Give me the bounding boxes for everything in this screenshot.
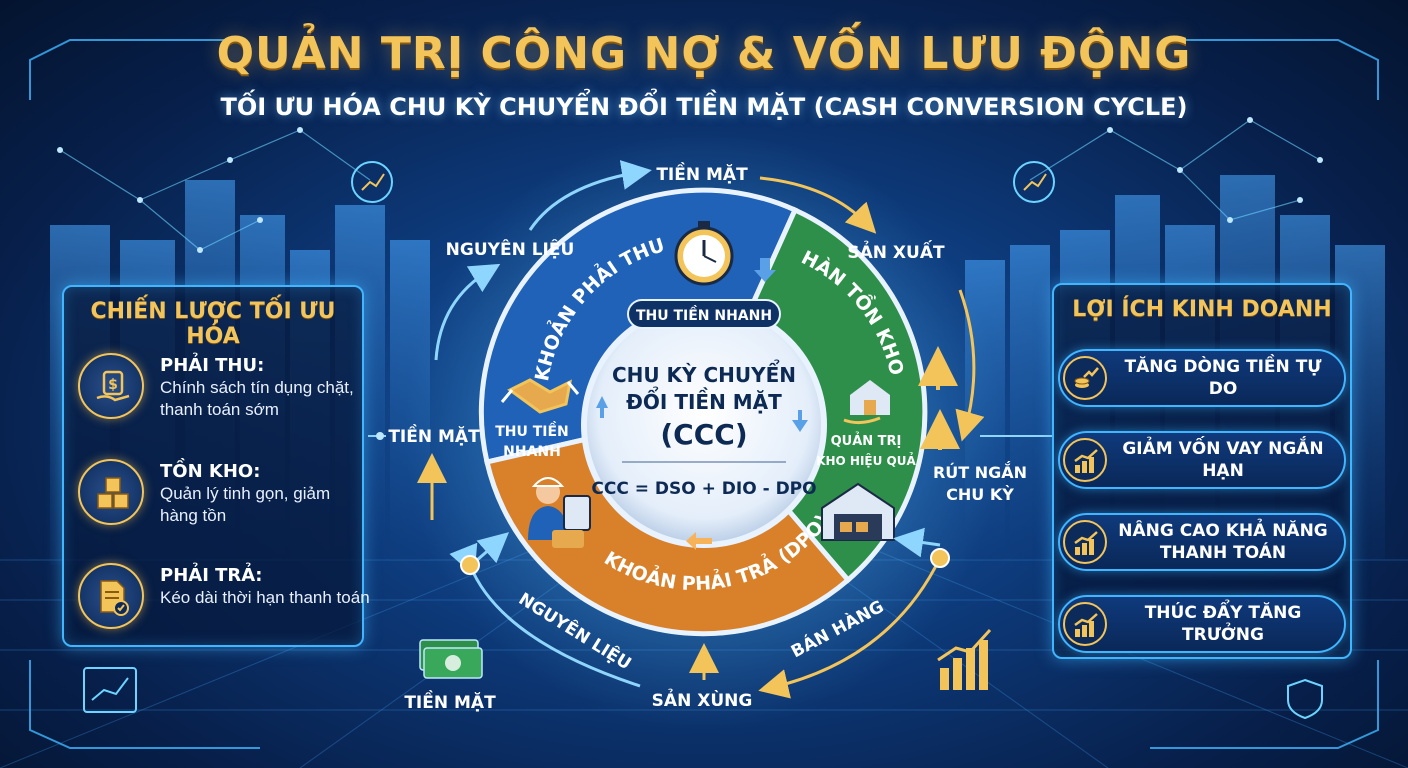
strategy-item-head: PHẢI THU:	[160, 355, 265, 376]
benefit-label: THÚC ĐẨY TĂNG TRƯỞNG	[1144, 603, 1302, 645]
segment-inventory-sub: KHO HIỆU QUẢ	[816, 452, 916, 468]
flow-label-bottom: SẢN XÙNG	[652, 688, 753, 711]
strategy-item-desc: Kéo dài thời hạn thanh toán	[160, 588, 370, 607]
flow-label-left: TIỀN MẶT	[388, 423, 480, 447]
benefits-panel-title: LỢI ÍCH KINH DOANH	[1072, 297, 1332, 322]
center-title-line: CHU KỲ CHUYỂN	[612, 361, 796, 387]
benefit-item-growth: THÚC ĐẨY TĂNG TRƯỞNG	[1058, 595, 1346, 653]
money-hand-icon: $	[78, 353, 144, 419]
boxes-icon	[78, 459, 144, 525]
stopwatch-icon	[674, 221, 734, 286]
flow-label-top: TIỀN MẶT	[656, 161, 748, 185]
strategy-item-receivable: $ PHẢI THU: Chính sách tín dụng chặt, th…	[78, 353, 358, 439]
growth-chart-icon	[1063, 520, 1107, 564]
strategy-item-desc: Quản lý tinh gọn, giảm hàng tồn	[160, 484, 331, 525]
segment-inventory-sub: QUẢN TRỊ	[831, 432, 902, 449]
warehouse-hand-icon	[843, 380, 890, 425]
benefit-label: NÂNG CAO KHẢ NĂNG THANH TOÁN	[1118, 521, 1328, 563]
handshake-icon	[500, 378, 580, 414]
money-stack-icon	[419, 639, 483, 679]
banner-label: THU TIỀN NHANH	[636, 305, 772, 324]
strategy-item-payable: PHẢI TRẢ: Kéo dài thời hạn thanh toán	[78, 563, 370, 649]
strategy-panel: CHIẾN LƯỢC TỐI ƯU HÓA $ PHẢI THU: Chính …	[62, 285, 370, 649]
strategy-item-head: TỒN KHO:	[160, 461, 261, 482]
flow-label-money: TIỀN MẶT	[404, 689, 496, 713]
banner-fast-collection: THU TIỀN NHANH	[627, 299, 781, 329]
coins-growth-icon	[1063, 356, 1107, 400]
strategy-panel-title: CHIẾN LƯỢC TỐI ƯU HÓA	[90, 299, 336, 349]
page-title: QUẢN TRỊ CÔNG NỢ & VỐN LƯU ĐỘNG	[216, 28, 1192, 79]
benefit-item-liquidity: NÂNG CAO KHẢ NĂNG THANH TOÁN	[1058, 513, 1346, 571]
growth-chart-icon	[1063, 602, 1107, 646]
flow-label-right: CHU KỲ	[946, 485, 1014, 504]
worker-icon	[528, 477, 591, 548]
document-check-icon	[78, 563, 144, 629]
svg-text:$: $	[108, 377, 118, 393]
strategy-item-inventory: TỒN KHO: Quản lý tinh gọn, giảm hàng tồn	[78, 459, 358, 545]
flow-label-top-left: NGUYÊN LIỆU	[446, 238, 575, 260]
flow-label-top-right: SẢN XUẤT	[847, 239, 945, 263]
benefit-item-reduce-loans: GIẢM VỐN VAY NGẮN HẠN	[1058, 431, 1346, 489]
benefit-item-free-cash-flow: TĂNG DÒNG TIỀN TỰ DO	[1058, 349, 1346, 407]
benefit-label: TĂNG DÒNG TIỀN TỰ DO	[1124, 357, 1322, 399]
segment-receivable-sub: NHANH	[503, 444, 561, 460]
benefit-label: GIẢM VỐN VAY NGẮN HẠN	[1122, 439, 1324, 481]
ccc-formula: CCC = DSO + DIO - DPO	[591, 479, 816, 499]
segment-receivable-sub: THU TIỀN	[495, 421, 569, 440]
shield-icon	[1287, 678, 1323, 720]
center-title-acronym: (CCC)	[660, 418, 747, 451]
center-title-line: ĐỔI TIỀN MẶT	[626, 387, 782, 414]
warehouse-icon	[821, 482, 895, 541]
flow-label-right: RÚT NGẮN	[933, 461, 1027, 482]
page-subtitle: TỐI ƯU HÓA CHU KỲ CHUYỂN ĐỔI TIỀN MẶT (C…	[220, 93, 1188, 121]
strategy-item-head: PHẢI TRẢ:	[160, 565, 263, 586]
growth-chart-icon	[1063, 438, 1107, 482]
strategy-item-desc: Chính sách tín dụng chặt, thanh toán sớm	[160, 378, 354, 419]
benefits-panel: LỢI ÍCH KINH DOANH TĂNG DÒNG TIỀN TỰ DO …	[1052, 283, 1352, 659]
